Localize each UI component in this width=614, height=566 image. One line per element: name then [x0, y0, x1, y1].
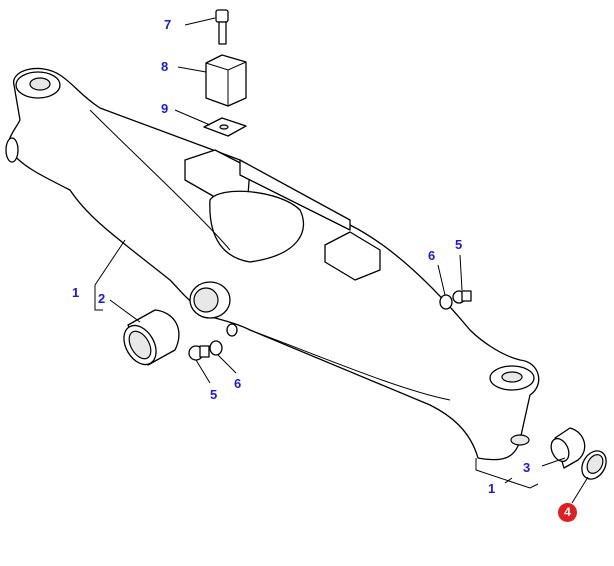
bushing-3 [550, 427, 586, 469]
bolt-7 [215, 9, 229, 45]
callout-5-right[interactable]: 5 [455, 237, 463, 252]
callout-6-right[interactable]: 6 [428, 248, 436, 263]
callout-1-right[interactable]: 1 [488, 481, 496, 496]
callout-1-left[interactable]: 1 [72, 285, 80, 300]
callout-8[interactable]: 8 [161, 59, 169, 74]
seal-4 [581, 450, 607, 480]
callout-3[interactable]: 3 [523, 460, 531, 475]
bushing-2 [123, 309, 180, 366]
callout-4-highlighted[interactable]: 4 [558, 503, 577, 522]
axle-housing [5, 67, 540, 461]
callout-2[interactable]: 2 [98, 291, 106, 306]
leader-lines [94, 17, 589, 504]
callout-5-left[interactable]: 5 [210, 387, 218, 402]
callout-6-left[interactable]: 6 [234, 376, 242, 391]
block-8 [205, 54, 247, 107]
callout-9[interactable]: 9 [161, 101, 169, 116]
callout-7[interactable]: 7 [164, 17, 172, 32]
